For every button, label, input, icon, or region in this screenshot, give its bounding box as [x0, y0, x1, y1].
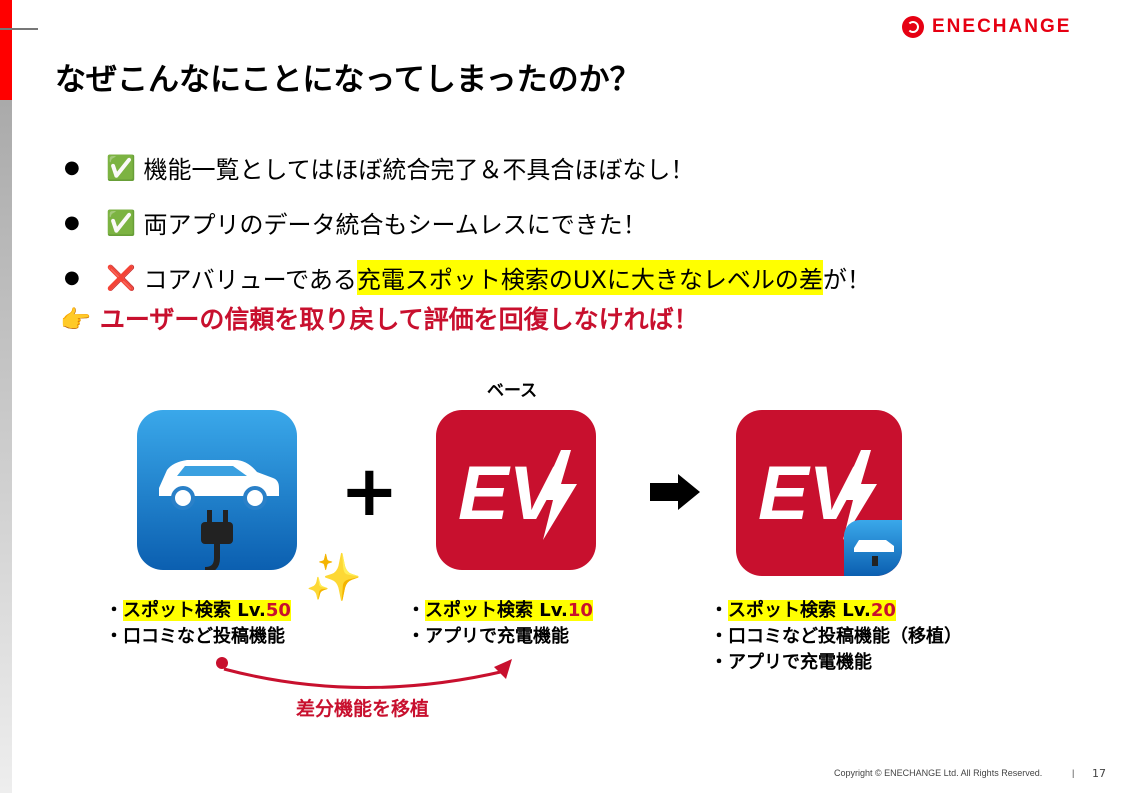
- feature-item: 口コミなど投稿機能: [123, 626, 285, 647]
- arrow-right-icon: [650, 474, 700, 510]
- cross-icon: ❌: [106, 263, 136, 292]
- bullet-text: コアバリューである: [143, 266, 357, 294]
- app-features-1: ・スポット検索 Lv.50 ・口コミなど投稿機能: [105, 600, 291, 647]
- divider: [0, 28, 38, 30]
- base-label: ベース: [487, 381, 538, 401]
- sparkle-icon: ✨: [305, 550, 363, 604]
- car-plug-icon: [159, 460, 279, 570]
- bullet-text: が！: [822, 266, 871, 294]
- app-features-2: ・スポット検索 Lv.10 ・アプリで充電機能: [407, 600, 593, 647]
- migrate-arrow: [216, 657, 512, 689]
- lightning-icon: [839, 450, 877, 540]
- feature-item: 口コミなど投稿機能（移植）: [728, 626, 962, 647]
- bullet-icon: ●: [64, 212, 80, 233]
- list-item: ● ❌ コアバリューである充電スポット検索のUXに大きなレベルの差が！: [64, 250, 871, 305]
- pointing-hand-icon: 👉: [60, 305, 92, 334]
- callout-text: ユーザーの信頼を取り戻して評価を回復しなければ！: [99, 305, 699, 334]
- list-item: ● ✅ 機能一覧としてはほぼ統合完了＆不具合ほぼなし！: [64, 140, 871, 195]
- feature-label: スポット検索 Lv.: [728, 600, 871, 621]
- copyright: Copyright © ENECHANGE Ltd. All Rights Re…: [834, 768, 1043, 778]
- level-value: 20: [870, 600, 896, 621]
- bullet-icon: ●: [64, 267, 80, 288]
- feature-item: アプリで充電機能: [425, 626, 569, 647]
- side-bar: [0, 100, 12, 793]
- bullet-list: ● ✅ 機能一覧としてはほぼ統合完了＆不具合ほぼなし！ ● ✅ 両アプリのデータ統合…: [64, 140, 871, 305]
- list-item: ● ✅ 両アプリのデータ統合もシームレスにできた！: [64, 195, 871, 250]
- callout: 👉 ユーザーの信頼を取り戻して評価を回復しなければ！: [60, 300, 699, 336]
- accent-bar: [0, 0, 12, 100]
- car-badge-icon: [844, 520, 902, 576]
- page-title: なぜこんなにことになってしまったのか？: [55, 62, 641, 98]
- ev-spot-app-icon: [137, 410, 297, 570]
- plus-icon: +: [340, 450, 399, 532]
- feature-label: スポット検索 Lv.: [123, 600, 266, 621]
- bullet-text: 両アプリのデータ統合もシームレスにできた！: [143, 211, 647, 239]
- merged-app-icon: EV: [736, 410, 902, 576]
- footer-separator: |: [1072, 768, 1075, 778]
- logo: ENECHANGE: [902, 16, 1071, 38]
- level-value: 50: [265, 600, 291, 621]
- ev-app-icon: EV: [436, 410, 596, 570]
- logo-text: ENECHANGE: [932, 16, 1072, 37]
- bullet-icon: ●: [64, 157, 80, 178]
- level-value: 10: [567, 600, 593, 621]
- highlight-text: 充電スポット検索のUXに大きなレベルの差: [356, 260, 823, 295]
- bullet-text: 機能一覧としてはほぼ統合完了＆不具合ほぼなし！: [143, 156, 695, 184]
- migrate-label: 差分機能を移植: [296, 698, 430, 720]
- lightning-icon: [539, 450, 577, 540]
- check-icon: ✅: [106, 153, 136, 182]
- check-icon: ✅: [106, 208, 136, 237]
- feature-label: スポット検索 Lv.: [425, 600, 568, 621]
- logo-icon: [902, 16, 924, 38]
- app-features-3: ・スポット検索 Lv.20 ・口コミなど投稿機能（移植） ・アプリで充電機能: [710, 600, 962, 673]
- feature-item: アプリで充電機能: [728, 652, 872, 673]
- page-number: 17: [1092, 767, 1106, 780]
